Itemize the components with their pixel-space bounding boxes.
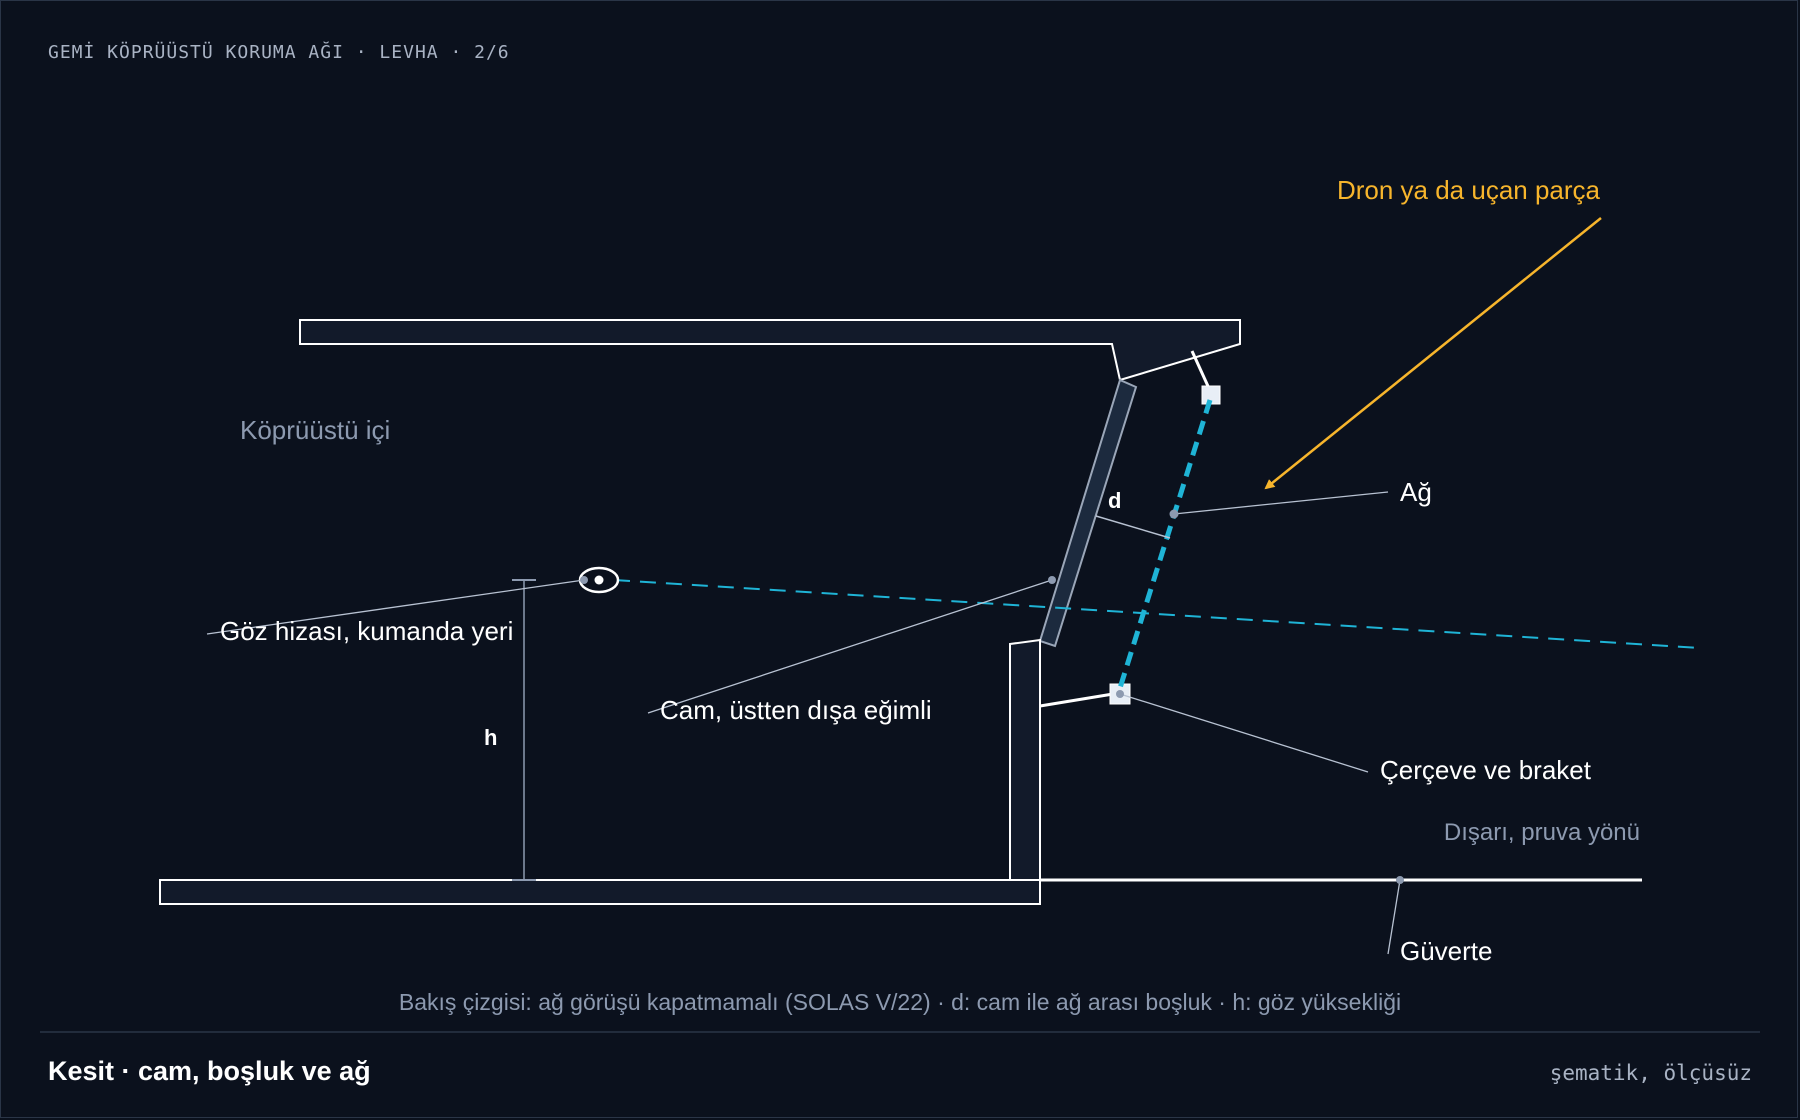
deck-label: Güverte xyxy=(1400,936,1493,966)
gap-dimension-line xyxy=(1095,515,1171,539)
leader-dots xyxy=(580,509,1404,884)
window-glass xyxy=(1038,378,1138,648)
drone-arrow xyxy=(1264,217,1602,490)
height-dimension-label: h xyxy=(484,725,497,750)
figure-title: Kesit · cam, boşluk ve ağ xyxy=(48,1056,371,1086)
height-dimension xyxy=(512,579,536,881)
deck-leader xyxy=(1387,879,1401,955)
bracket-leader xyxy=(1119,693,1369,773)
gap-dimension-label: d xyxy=(1108,488,1121,513)
protective-net xyxy=(1117,399,1213,689)
leader-lines xyxy=(206,491,1401,955)
sightline xyxy=(613,579,1701,649)
bracket-label: Çerçeve ve braket xyxy=(1380,755,1592,785)
eye-leader xyxy=(206,579,585,635)
floor-slab xyxy=(159,879,1041,905)
inside-region-label: Köprüüstü içi xyxy=(240,415,390,445)
outside-region-label: Dışarı, pruva yönü xyxy=(1444,819,1640,846)
diagram-caption: Bakış çizgisi: ağ görüşü kapatmamalı (SO… xyxy=(399,989,1401,1015)
plate-label: GEMİ KÖPRÜÜSTÜ KORUMA AĞI · LEVHA · 2/6 xyxy=(48,41,510,63)
net-label: Ağ xyxy=(1400,477,1432,507)
lower-wall xyxy=(1009,638,1041,881)
glass-label: Cam, üstten dışa eğimli xyxy=(660,695,932,725)
eye-level-label: Göz hizası, kumanda yeri xyxy=(220,616,513,646)
roof-structure xyxy=(299,319,1241,382)
net-bottom-arm xyxy=(1039,692,1114,708)
glass-leader xyxy=(647,579,1053,714)
net-leader xyxy=(1173,491,1389,515)
drone-label: Dron ya da uçan parça xyxy=(1337,175,1601,205)
figure-note: şematik, ölçüsüz xyxy=(1550,1061,1752,1085)
